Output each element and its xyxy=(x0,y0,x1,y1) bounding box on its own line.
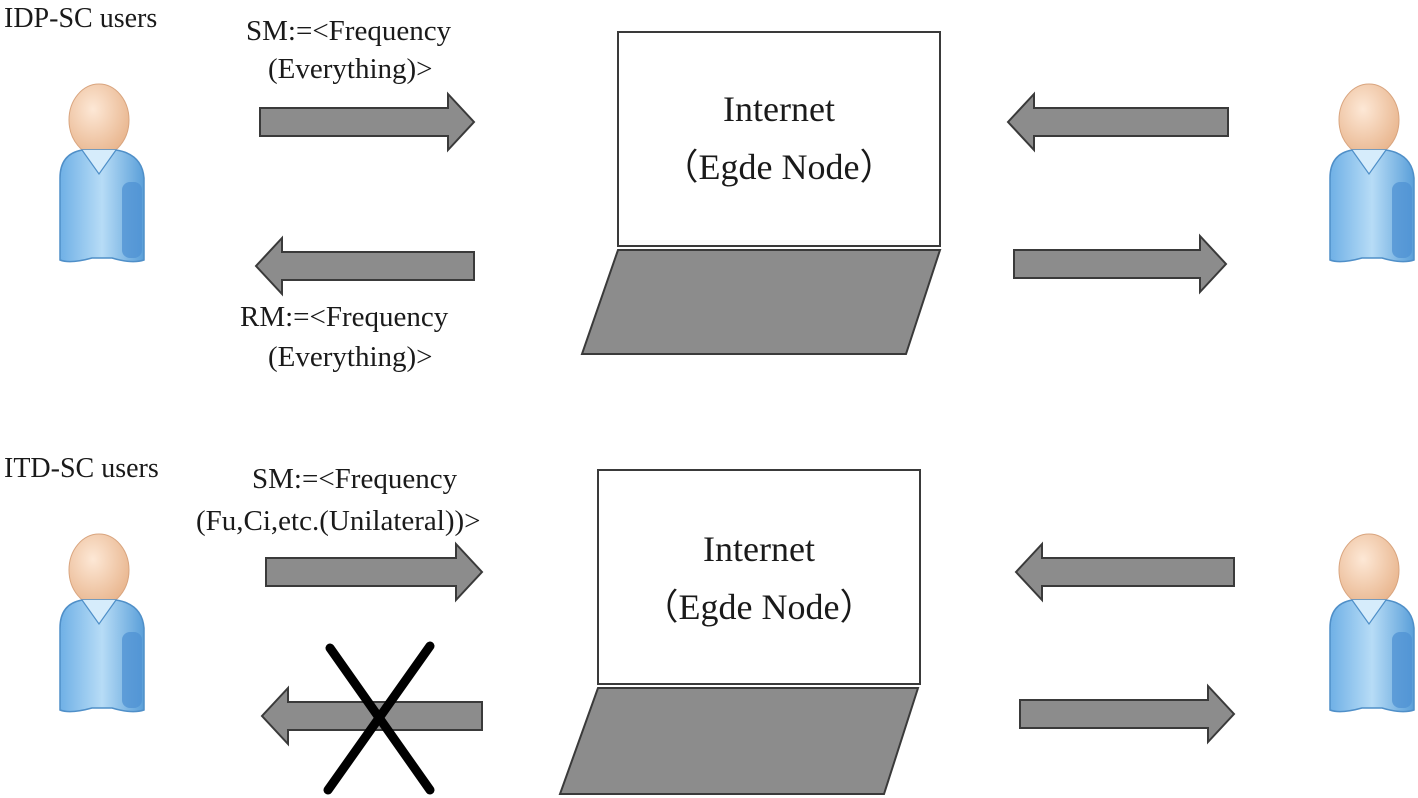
laptop-icon xyxy=(580,31,942,355)
edge-node-title: Internet xyxy=(723,89,835,129)
edge-node-subtitle: （Egde Node） xyxy=(642,587,876,627)
user-person-icon xyxy=(1329,533,1415,713)
user-person-icon xyxy=(59,533,145,713)
send-message-label: SM:=<Frequency xyxy=(252,463,458,495)
user-person-icon xyxy=(59,83,145,263)
edge-node-subtitle: （Egde Node） xyxy=(662,147,896,187)
send-message-label-line2: (Fu,Ci,etc.(Unilateral))> xyxy=(196,505,481,537)
arrow-right-icon xyxy=(1019,683,1236,745)
laptop-icon xyxy=(558,469,921,795)
arrow-right-icon xyxy=(1013,233,1228,295)
user-group-label: ITD-SC users xyxy=(4,453,159,484)
user-group-label: IDP-SC users xyxy=(4,3,158,34)
arrow-left-icon xyxy=(254,235,475,297)
send-message-label-line2: (Everything)> xyxy=(268,53,433,85)
arrow-right-icon xyxy=(259,91,476,153)
arrow-left-icon xyxy=(260,685,483,747)
arrow-left-icon xyxy=(1006,91,1229,153)
receive-message-label: RM:=<Frequency xyxy=(240,301,449,333)
user-person-icon xyxy=(1329,83,1415,263)
receive-message-label-line2: (Everything)> xyxy=(268,341,433,373)
edge-node-title: Internet xyxy=(703,529,815,569)
arrow-right-icon xyxy=(265,541,484,603)
send-message-label: SM:=<Frequency xyxy=(246,15,452,47)
arrow-left-icon xyxy=(1014,541,1235,603)
cross-icon xyxy=(323,641,435,795)
